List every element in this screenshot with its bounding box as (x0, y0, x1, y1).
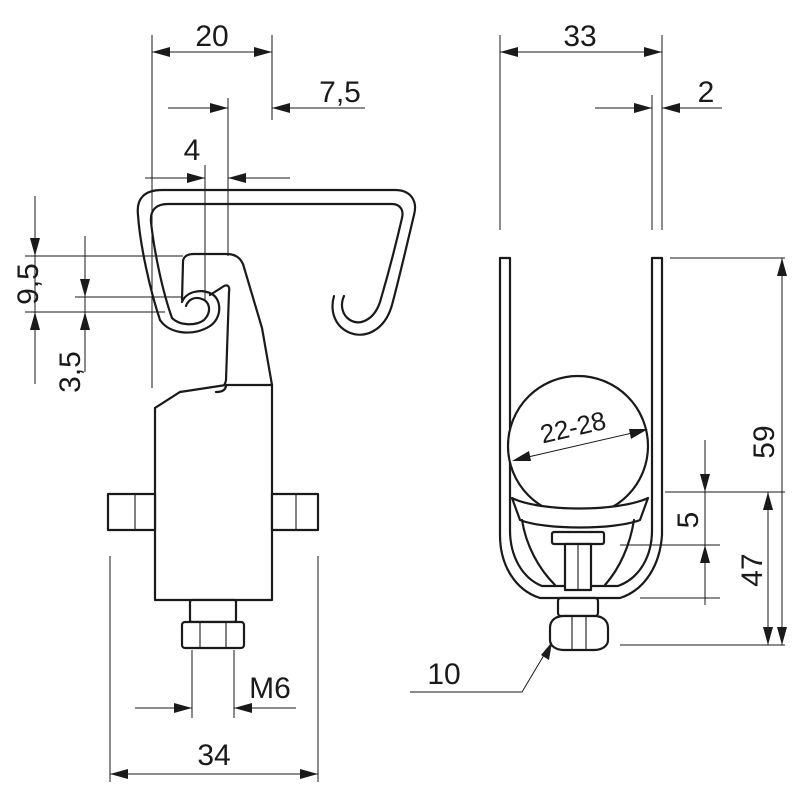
arrow-leader-10 (541, 642, 552, 660)
dim-label-2: 2 (698, 76, 715, 109)
spring-cap (550, 530, 606, 546)
washer (188, 598, 238, 624)
arrow-3-5-bottom (80, 312, 90, 330)
arrow-7-5-left (210, 103, 228, 113)
arrow-34-left (110, 769, 128, 779)
hook-loop-inner (170, 296, 211, 326)
arrow-5-top (700, 474, 710, 492)
nut (180, 620, 246, 650)
arrow-7-5-right (272, 103, 290, 113)
front-view: 33 2 22-28 5 47 59 10 (410, 20, 787, 693)
wire-hook-inner (149, 202, 404, 324)
arrow-m6-right (234, 703, 252, 713)
saddle-support (520, 518, 636, 587)
hook-loop (158, 290, 221, 334)
clamp-body-edge (214, 383, 228, 394)
cross-pin-right (270, 492, 320, 532)
arrow-47-bottom (763, 627, 773, 645)
arrow-3-5-top (80, 279, 90, 297)
arrow-2-right (662, 103, 680, 113)
cable-circle (506, 374, 650, 518)
dim-label-33: 33 (563, 20, 596, 53)
side-view: 20 7,5 4 9,5 3,5 M6 34 (12, 20, 417, 782)
lever-arm (180, 252, 274, 387)
arrow-m6-left (174, 703, 192, 713)
dim-line-22-28 (514, 429, 646, 461)
dim-label-9-5: 9,5 (12, 263, 45, 305)
dim-label-47: 47 (736, 553, 769, 586)
dim-label-m6: M6 (249, 672, 291, 705)
screw-collar (556, 596, 600, 618)
arrow-33-right (644, 47, 662, 57)
dim-label-20: 20 (195, 20, 228, 53)
dim-label-34: 34 (197, 739, 230, 772)
dim-label-10: 10 (427, 658, 460, 691)
arrow-34-right (300, 769, 318, 779)
arrow-2-left (634, 103, 652, 113)
dim-label-5: 5 (672, 512, 705, 529)
saddle (510, 496, 650, 529)
arrow-20-right (254, 47, 272, 57)
dim-label-3-5: 3,5 (54, 351, 87, 393)
arrow-33-left (500, 47, 518, 57)
cross-pin-left (106, 492, 157, 532)
arrow-4-left (187, 173, 205, 183)
arrow-9-5-top (30, 238, 40, 256)
arrow-59-top (777, 258, 787, 276)
dim-label-59: 59 (748, 425, 781, 458)
dim-label-7-5: 7,5 (319, 76, 361, 109)
leader-10 (410, 644, 551, 693)
wire-hook-outer (136, 188, 417, 336)
arrow-5-bottom (700, 545, 710, 563)
arrow-22-28-right (629, 429, 648, 439)
dim-label-4: 4 (184, 134, 201, 167)
arrow-47-top (763, 492, 773, 510)
arrow-20-left (152, 47, 170, 57)
arrow-4-right (228, 173, 246, 183)
arrow-22-28-left (512, 451, 531, 461)
arrow-9-5-bottom (30, 312, 40, 330)
nut-front (548, 614, 610, 652)
arrow-59-bottom (777, 627, 787, 645)
clamp-body (153, 383, 274, 602)
